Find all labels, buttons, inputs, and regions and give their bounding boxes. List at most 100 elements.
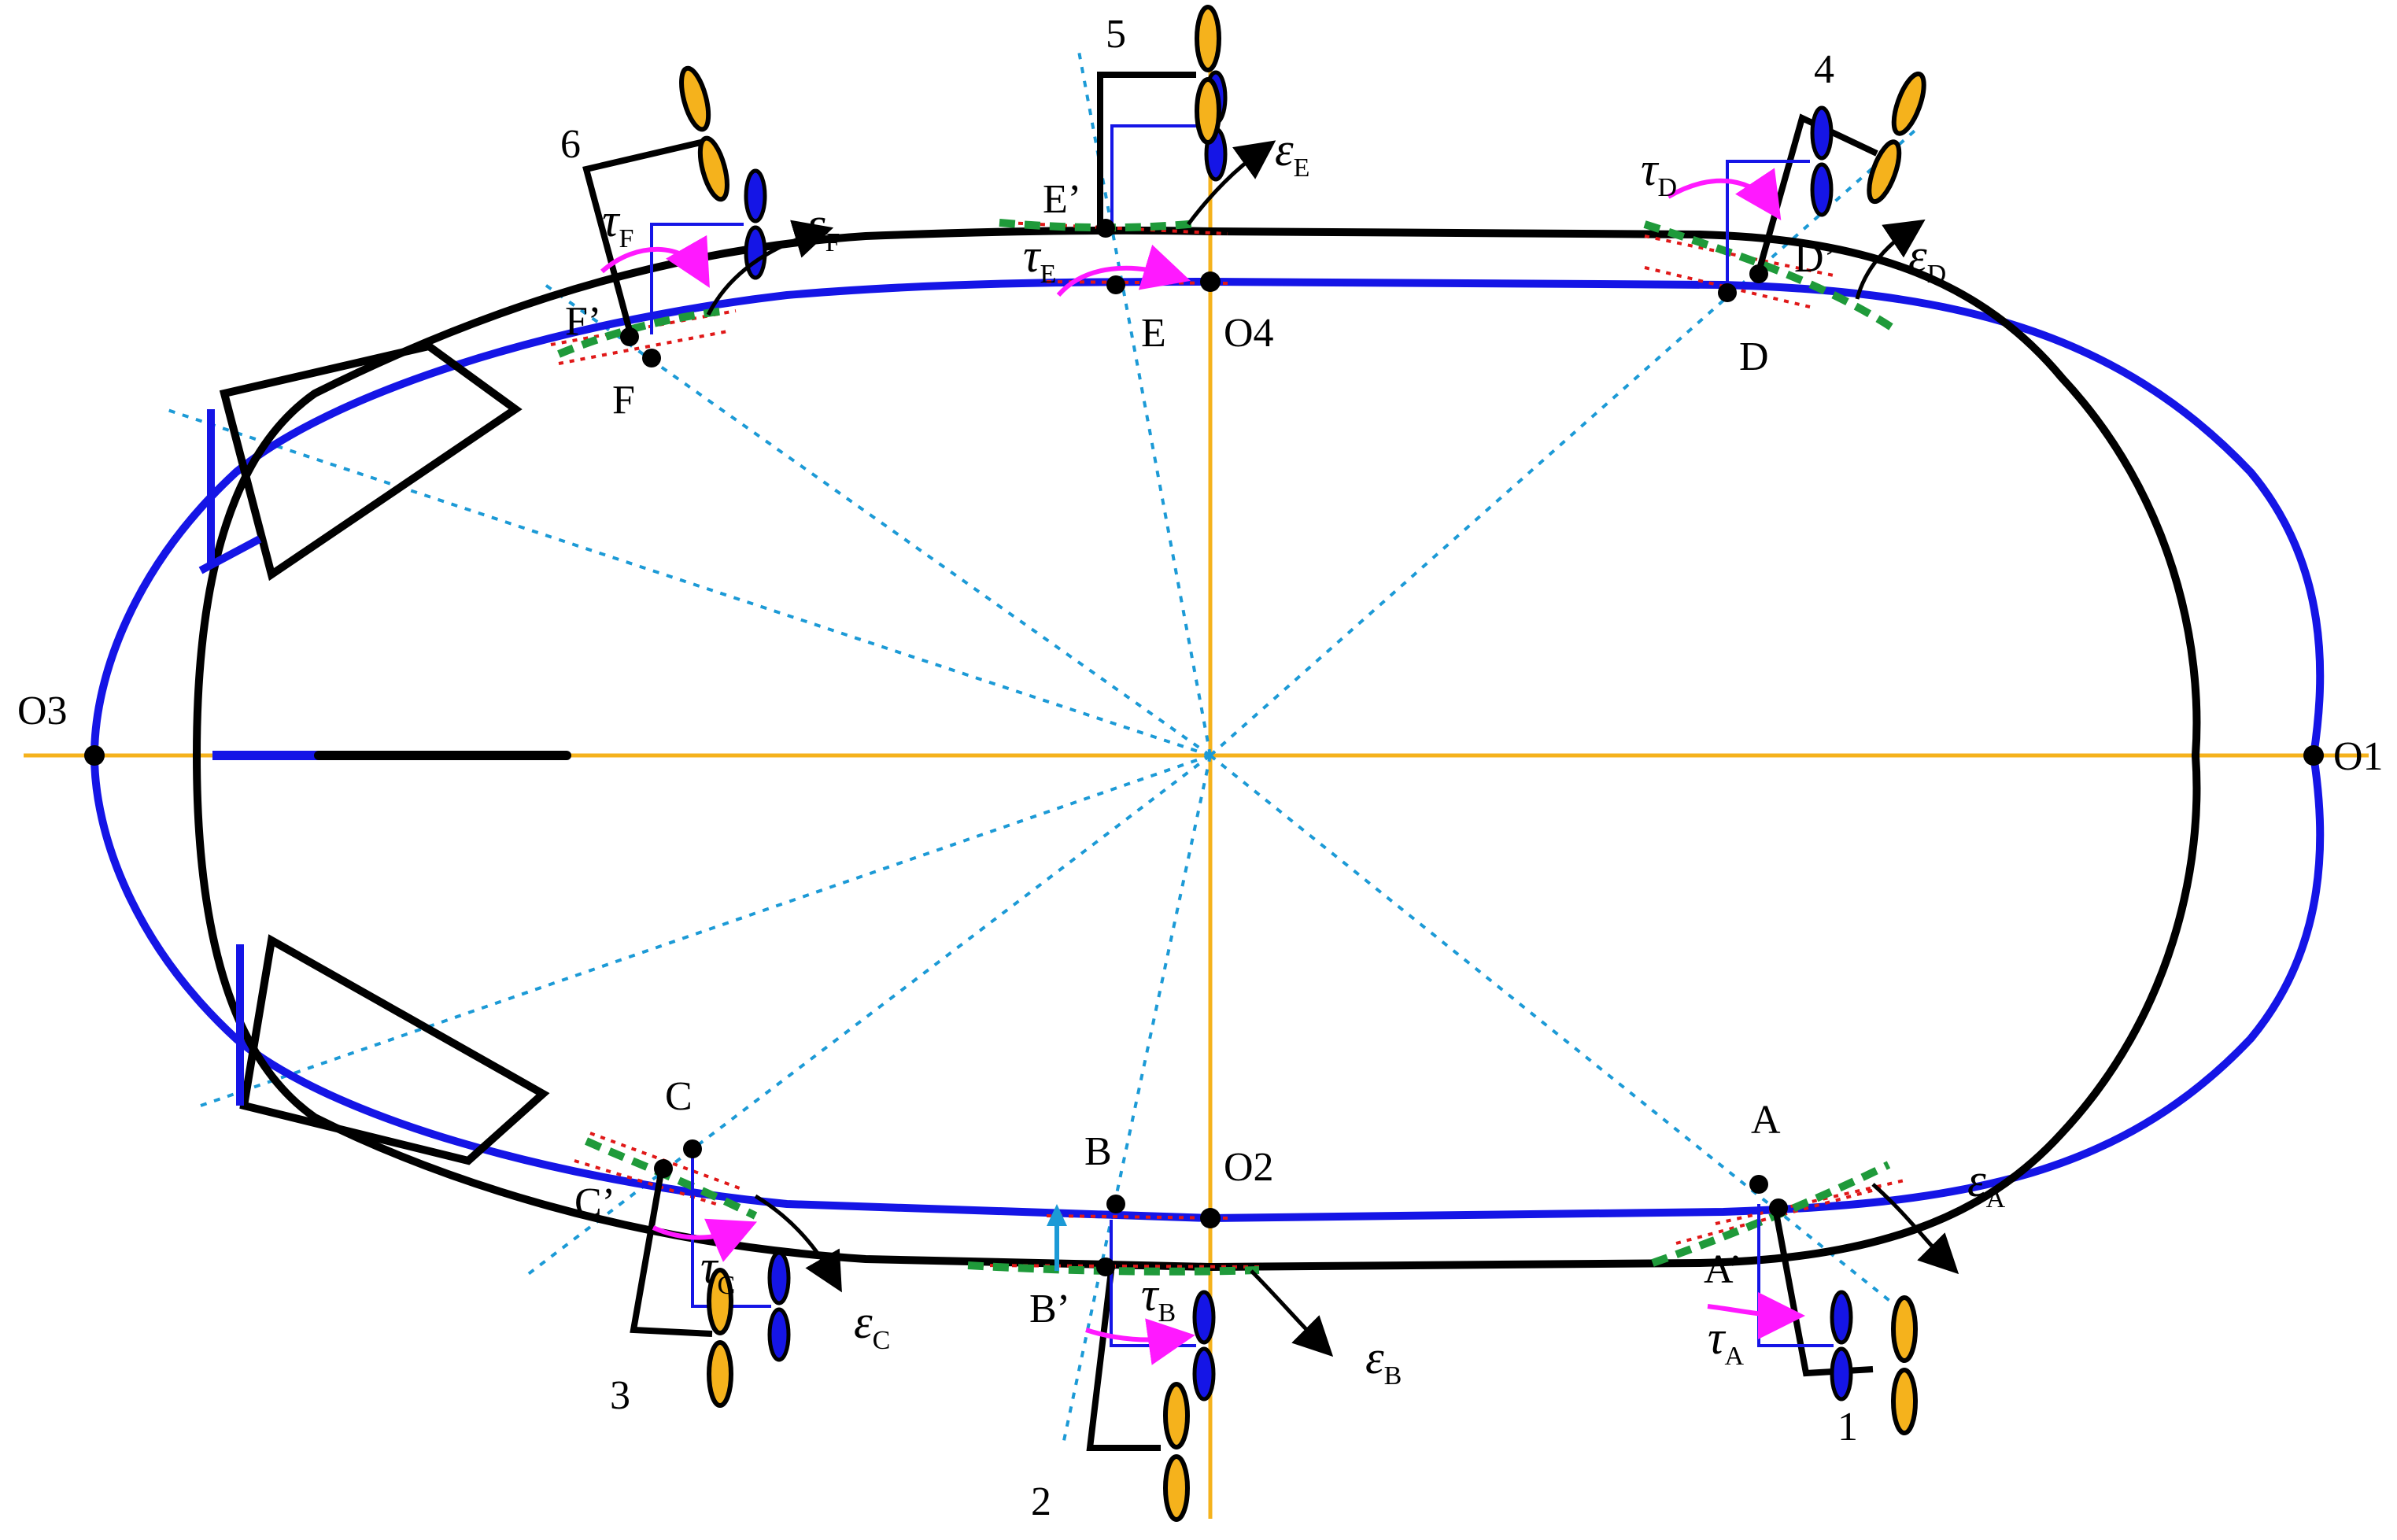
- point-e: [1106, 275, 1125, 294]
- propeller-icon: [1832, 1292, 1851, 1399]
- tau-b: τB: [1141, 1269, 1176, 1328]
- torque-arrow-d: [1667, 168, 1782, 220]
- epsilon-c: εC: [854, 1296, 890, 1355]
- label-e-prime: E’: [1043, 177, 1081, 222]
- strain-arrow-a: [1871, 1183, 1959, 1275]
- point-e-prime: [1096, 219, 1115, 238]
- label-b-prime: B’: [1029, 1287, 1070, 1331]
- point-o2: [1200, 1208, 1221, 1228]
- label-a-prime: A’: [1704, 1247, 1742, 1292]
- displacement-arrow: [1047, 1204, 1067, 1271]
- radial-lines: [164, 46, 1922, 1449]
- point-d-prime: [1749, 264, 1768, 283]
- thruster-4: [1726, 70, 1930, 283]
- epsilon-e: εE: [1275, 124, 1309, 183]
- tau-a: τA: [1708, 1312, 1744, 1371]
- point-f: [642, 349, 661, 367]
- tau-c: τC: [700, 1241, 735, 1300]
- point-b: [1106, 1195, 1125, 1213]
- propeller-icon: [1893, 1298, 1915, 1433]
- thruster-6: [582, 65, 765, 334]
- thruster-label-1: 1: [1837, 1405, 1858, 1450]
- axes: [24, 39, 2369, 1519]
- torque-arrows: [600, 168, 1805, 1365]
- thruster-label-5: 5: [1106, 12, 1126, 57]
- epsilon-d: εD: [1908, 230, 1946, 289]
- point-o4: [1200, 271, 1221, 292]
- propeller-icon: [1863, 70, 1930, 205]
- point-b-prime: [1096, 1257, 1115, 1276]
- tau-f: τF: [602, 194, 633, 253]
- tau-d: τD: [1641, 143, 1677, 202]
- thruster-frame-icon: [582, 138, 705, 332]
- label-c: C: [665, 1074, 693, 1119]
- label-f: F: [612, 378, 635, 423]
- label-d: D: [1739, 334, 1769, 379]
- label-b: B: [1084, 1129, 1112, 1174]
- thruster-label-6: 6: [560, 122, 581, 167]
- tail-fins: [198, 342, 571, 1165]
- radial-line-b: [1061, 755, 1212, 1449]
- torque-arrow-c: [652, 1218, 758, 1262]
- tau-e: τE: [1023, 230, 1056, 289]
- thruster-frame-icon: [1756, 113, 1878, 273]
- point-a: [1749, 1175, 1768, 1194]
- point-o1: [2303, 745, 2324, 766]
- axis-points: [84, 271, 2324, 1228]
- thruster-frame-icon: [1097, 72, 1196, 224]
- tangent-lines: [550, 221, 1905, 1269]
- thruster-1: [1757, 1203, 1915, 1433]
- fin-icon: [219, 342, 523, 582]
- radial-line-d: [1209, 124, 1922, 757]
- point-d: [1718, 283, 1737, 302]
- epsilon-b: εB: [1365, 1331, 1402, 1390]
- label-a: A: [1751, 1098, 1781, 1143]
- fin-icon: [239, 934, 550, 1165]
- thruster-frame-icon: [630, 1172, 713, 1337]
- epsilon-a: εA: [1967, 1154, 2006, 1213]
- strain-arrow-f: [706, 220, 834, 316]
- point-f-prime: [620, 327, 639, 346]
- thruster-3: [630, 1153, 789, 1405]
- torque-arrow-f: [600, 235, 710, 288]
- thruster-frame-icon: [1771, 1203, 1874, 1377]
- label-c-prime: C’: [574, 1180, 615, 1225]
- fin-line-lower: [200, 754, 1211, 1107]
- local-curves: [557, 219, 1899, 1276]
- strain-arrow-c: [754, 1194, 842, 1293]
- thruster-label-3: 3: [610, 1373, 630, 1418]
- point-a-prime: [1769, 1198, 1788, 1217]
- blue-hull-outline: [90, 277, 2325, 1223]
- radial-line-a: [1209, 754, 1898, 1308]
- propeller-icon: [1812, 108, 1831, 215]
- strain-arrows: [706, 140, 1959, 1357]
- black-hull-outline: [192, 226, 2201, 1272]
- radial-line-c: [526, 754, 1212, 1276]
- point-c-prime: [654, 1159, 673, 1178]
- epsilon-f: εF: [807, 198, 840, 257]
- torque-arrow-e: [1056, 244, 1191, 297]
- point-c: [683, 1139, 702, 1158]
- strain-arrow-b: [1250, 1269, 1334, 1357]
- torque-arrow-b: [1085, 1318, 1195, 1365]
- marked-points: [620, 219, 1788, 1276]
- label-o1: O1: [2333, 734, 2384, 779]
- propeller-icon: [770, 1253, 789, 1360]
- thruster-frame-icon: [1086, 1270, 1161, 1451]
- label-o3: O3: [17, 689, 68, 733]
- strain-arrow-d: [1855, 219, 1926, 300]
- label-f-prime: F’: [565, 299, 601, 344]
- fin-upper-blue-strut: [198, 535, 262, 574]
- propeller-icon: [676, 65, 733, 201]
- thruster-5: [1097, 7, 1225, 228]
- strain-arrow-e: [1187, 140, 1276, 226]
- thruster-label-2: 2: [1031, 1479, 1051, 1524]
- point-o3: [84, 745, 105, 766]
- label-d-prime: D’: [1794, 236, 1837, 281]
- thruster-label-4: 4: [1814, 47, 1834, 92]
- torque-arrow-a: [1707, 1291, 1805, 1339]
- propeller-icon: [1165, 1384, 1187, 1520]
- label-o2: O2: [1224, 1145, 1274, 1190]
- fin-line-upper: [164, 408, 1211, 757]
